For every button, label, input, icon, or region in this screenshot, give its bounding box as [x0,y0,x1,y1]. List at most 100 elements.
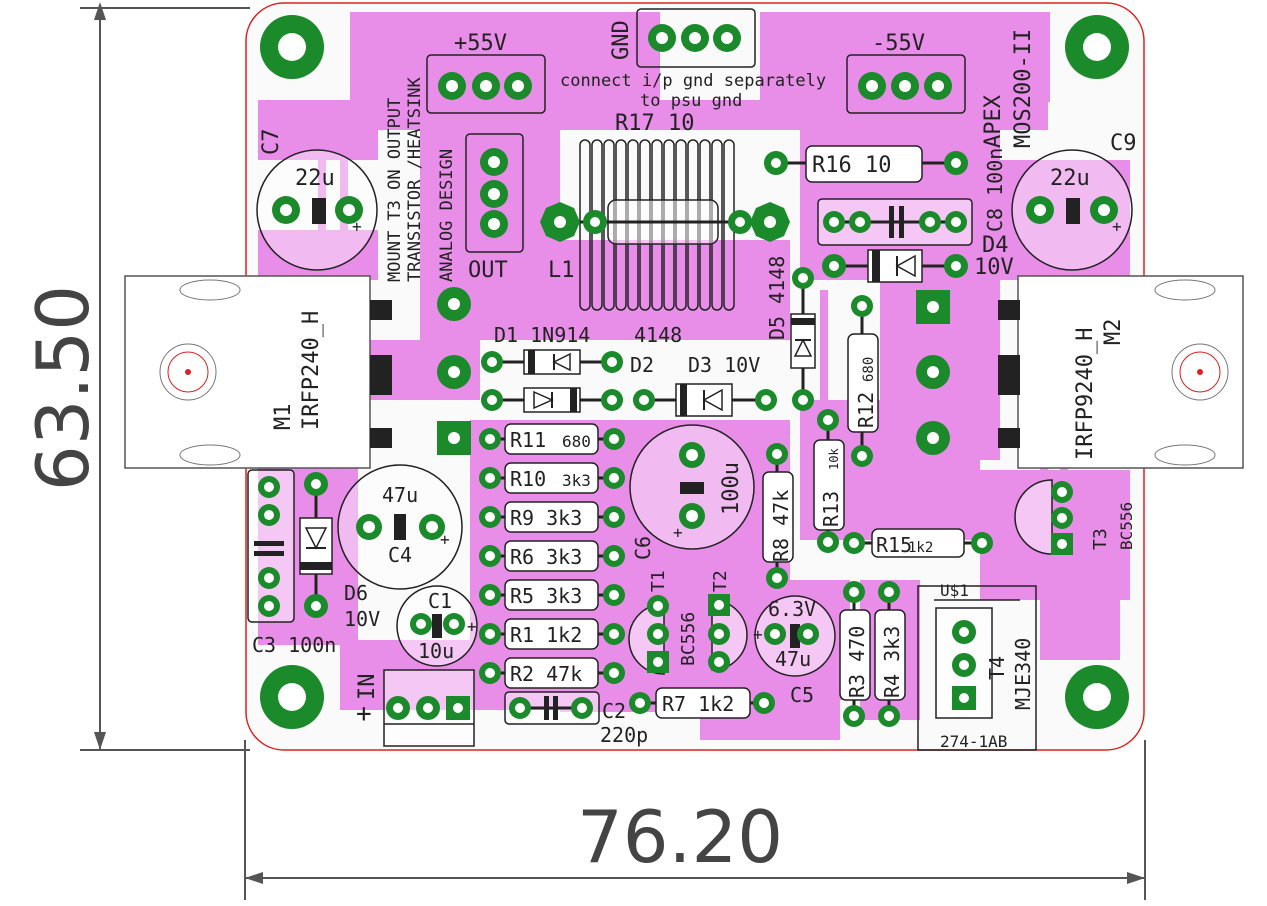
mounting-holes [260,15,1129,729]
c4-label: C4 [388,543,412,567]
mount-note-line2: TRANSISTOR /HEATSINK [405,77,425,282]
diode-d5: D5 4148 [765,256,816,411]
transistor-outline-m2: IRFP9240_H M2 [998,275,1244,469]
diode-d3: D3 10V [633,353,777,417]
d4-label: D4 [982,233,1009,258]
t1-label: T1 [648,570,669,592]
diode-d1: D1 1N914 [481,323,623,375]
r13-value: 10k [827,448,841,470]
t3-label: T3 [1090,528,1111,550]
r5-label: R5 3k3 [510,584,582,608]
d6-label: D6 [344,581,368,605]
out-label: OUT [468,258,508,283]
r12-value: 680 [861,357,877,382]
resistor-r7: R7 1k2 [629,687,775,719]
c7-plus: + [352,217,362,236]
transistor-t1: T1 [628,570,669,675]
u1-label: U$1 [940,581,969,600]
p55-label: +55V [454,31,507,56]
resistor-r3: R3 470 [839,581,871,727]
r6-label: R6 3k3 [510,545,582,569]
c7-label: C7 [259,129,284,156]
height-dimension-label: 63.50 [21,285,105,491]
capacitor-c3: C3 100n [247,469,336,657]
c8-label: C8 100n [983,148,1007,232]
t2-label: T2 [710,570,731,592]
r3-label: R3 470 [845,626,869,698]
c5-value: 47u [775,647,811,671]
t3-value: BC556 [1117,502,1136,550]
m55-label: -55V [872,31,925,56]
r17-label: R17 10 [615,111,694,136]
resistor-r11: R11 680 [479,423,625,455]
c9-label: C9 [1110,131,1137,156]
c5-plus: + [753,625,763,644]
r12-label: R12 [854,392,878,428]
m1-label: M1 [271,404,296,431]
diode-d4: D4 10V [822,233,1014,283]
r2-label: R2 47k [510,662,582,686]
connector-m55: -55V [846,31,966,114]
c5-voltage: 6.3V [768,597,816,621]
d5-label: D5 4148 [765,256,789,340]
r9-label: R9 3k3 [510,506,582,530]
in-plus: + [356,699,372,729]
c6-plus: + [673,523,683,542]
resistor-r6: R6 3k3 [479,540,625,572]
connector-out: OUT [465,133,524,283]
capacitor-c7: 22u + C7 [256,129,378,271]
m1-pads [437,287,471,455]
transistor-outline-m1: M1 IRFP240_H [124,275,392,469]
c1-plus: + [467,617,477,636]
mounting-hole-tl [260,15,324,79]
gnd-note-line2: to psu gnd [640,91,742,111]
d3-label: D3 10V [688,353,760,377]
resistor-r15: R15 1k2 [843,528,993,558]
c9-value: 22u [1050,166,1090,191]
c3-label: C3 100n [252,633,336,657]
mounting-hole-tr [1065,15,1129,79]
resistor-r16: R16 10 [764,145,968,183]
t4-value: MJE340 [1011,638,1035,710]
c6-label: C6 [631,536,655,560]
transistor-t2: T2 [708,570,748,673]
m2-pads [916,290,950,455]
r1-label: R1 1k2 [510,623,582,647]
capacitor-c8: C8 100n [817,148,1007,246]
capacitor-c4: + 47u C4 [337,464,463,590]
resistor-r9: R9 3k3 [479,501,625,533]
capacitor-c9: 22u + C9 [1011,131,1137,271]
c1-label: C1 [428,589,452,613]
capacitor-c2: C2 220p [504,691,648,747]
resistor-r5: R5 3k3 [479,579,625,611]
capacitor-c1: + C1 10u [396,585,478,667]
resistor-r12: R12 680 [847,295,879,467]
in-label: IN [355,674,380,701]
resistor-r13: R13 10k [813,409,845,553]
d1-label: D1 1N914 [494,323,590,347]
r11-label: R11 [510,428,546,452]
board-title-model: MOS200-II [1011,29,1036,148]
c6-value: 100u [719,462,744,515]
gnd-label: GND [609,20,634,60]
r15-value: 1k2 [908,540,933,556]
r16-label: R16 10 [812,153,891,178]
l1-label: L1 [548,258,575,283]
resistor-r4: R4 3k3 [874,581,906,727]
transistor-t4: U$1 T4 MJE340 274-1AB [917,581,1037,751]
width-dimension-label: 76.20 [577,795,783,879]
diode-d2 [481,387,623,413]
c1-value: 10u [418,639,454,663]
r7-label: R7 1k2 [662,692,734,716]
c7-value: 22u [295,166,335,191]
d6-value: 10V [344,607,380,631]
heatsink-label: 274-1AB [940,732,1007,751]
c4-plus: + [440,530,450,549]
d4-value: 10V [974,255,1014,280]
inductor-l1: R17 10 L1 [540,111,790,311]
capacitor-c5: + 6.3V 47u C5 [753,595,836,707]
m1-value: IRFP240_H [299,311,324,430]
resistor-r2: R2 47k [479,657,625,689]
dimension-lines: 63.50 76.20 [21,2,1146,900]
